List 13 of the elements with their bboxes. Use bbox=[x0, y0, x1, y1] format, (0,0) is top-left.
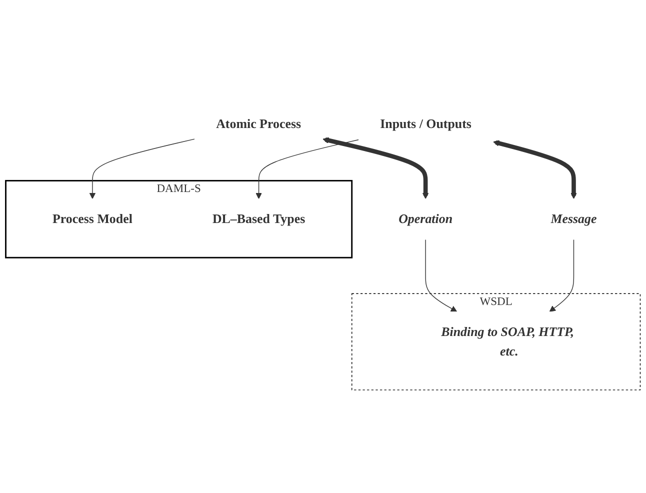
arrow bbox=[322, 136, 429, 199]
node-text: Binding to SOAP, HTTP, etc. bbox=[441, 324, 574, 358]
node-text: Inputs / Outputs bbox=[380, 116, 472, 131]
node-text: Message bbox=[550, 211, 597, 226]
arrow bbox=[549, 238, 574, 312]
arrow bbox=[256, 139, 359, 199]
node-text: Atomic Process bbox=[216, 116, 302, 131]
arrow bbox=[493, 140, 577, 199]
node-text: Operation bbox=[398, 211, 453, 226]
node-text: DL–Based Types bbox=[212, 211, 306, 226]
arrow bbox=[425, 238, 458, 312]
arrow bbox=[89, 138, 195, 199]
node-text: Process Model bbox=[52, 211, 132, 226]
